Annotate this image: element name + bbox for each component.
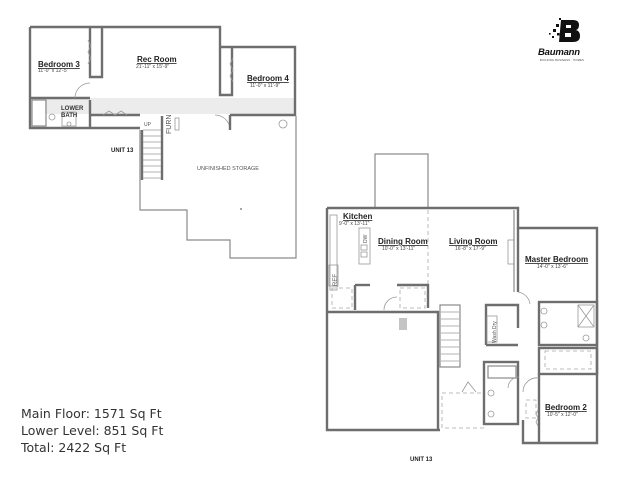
- washer-dryer-label: Wash Dry: [492, 321, 498, 343]
- deck-outline: [374, 153, 429, 209]
- refrigerator-label: REF: [333, 274, 339, 286]
- refrigerator: [328, 264, 339, 287]
- room-dims-bedroom-4: 11'-0" x 11'-9": [250, 83, 280, 89]
- room-name-rec-room: Rec Room: [137, 55, 177, 64]
- room-dims-rec-room: 21'-11" x 15'-9": [136, 64, 169, 70]
- room-name-bedroom-4: Bedroom 4: [247, 74, 289, 83]
- garage-step: [399, 318, 407, 330]
- main-unit-label: UNIT 13: [410, 457, 433, 463]
- lower-bath-label-line1: LOWER: [61, 106, 84, 112]
- toilet-icon: [48, 113, 56, 121]
- lower-stairs: [140, 116, 164, 180]
- lower-bath-label-line2: BATH: [61, 113, 77, 119]
- stairs-up-label: UP: [144, 122, 152, 128]
- furnace-label: FURN: [166, 115, 173, 134]
- main-floor-sqft: Main Floor: 1571 Sq Ft: [21, 406, 162, 421]
- room-dims-bedroom-3: 11'-0" x 12'-5": [38, 68, 69, 74]
- room-name-living-room: Living Room: [449, 237, 497, 246]
- storage-outline: [139, 116, 297, 259]
- hall-toilet-icon: [487, 410, 495, 418]
- master-toilet-icon: [582, 334, 590, 342]
- room-name-bedroom-2: Bedroom 2: [545, 403, 587, 412]
- main-stairs: [439, 304, 461, 368]
- main-floor-plan: [325, 153, 599, 445]
- room-dims-living-room: 16'-8" x 17'-9": [455, 246, 486, 252]
- room-dims-kitchen: 9'-0" x 13'-11": [339, 221, 370, 227]
- room-dims-dining-room: 10'-0" x 13'-11": [382, 246, 415, 252]
- lower-level-sqft: Lower Level: 851 Sq Ft: [21, 423, 164, 438]
- baumann-logo-mark-icon: [549, 18, 580, 42]
- kitchen-island: [358, 227, 371, 265]
- room-name-master-bedroom: Master Bedroom: [525, 255, 588, 264]
- hall-bathtub-icon: [487, 365, 517, 379]
- fireplace-icon: [507, 239, 515, 265]
- unfinished-storage-label: UNFINISHED STORAGE: [197, 166, 259, 172]
- baumann-logo-tagline: BUILDING BUSINESS · HOMES: [540, 59, 585, 62]
- room-name-dining-room: Dining Room: [378, 237, 428, 246]
- bathtub-icon: [31, 99, 47, 127]
- room-name-bedroom-3: Bedroom 3: [38, 60, 80, 69]
- master-shower-icon: [577, 304, 595, 328]
- hall-sink-icon: [487, 389, 495, 397]
- master-sink-2-icon: [540, 321, 548, 329]
- lower-level-plan: [28, 25, 297, 259]
- sump-pump-icon: [278, 119, 288, 129]
- dishwasher-label: DW: [363, 234, 369, 243]
- room-dims-bedroom-2: 10'-5" x 12'-0": [547, 412, 578, 418]
- room-dims-master-bedroom: 14'-0" x 13'-6": [537, 264, 568, 270]
- lower-unit-label: UNIT 13: [111, 148, 134, 154]
- lower-hallway: [45, 98, 295, 114]
- room-name-kitchen: Kitchen: [343, 212, 372, 221]
- master-sink-1-icon: [540, 307, 548, 315]
- baumann-logo-wordmark: Baumann: [538, 47, 580, 58]
- total-sqft: Total: 2422 Sq Ft: [21, 440, 127, 455]
